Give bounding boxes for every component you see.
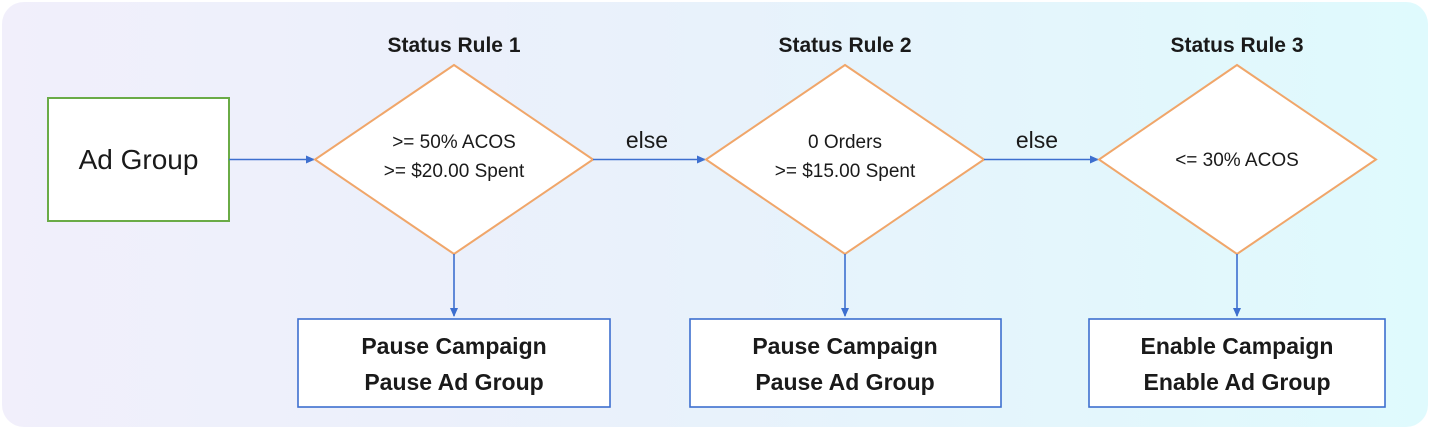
rule-2-decision-diamond: [704, 63, 986, 256]
rule-1-title: Status Rule 1: [387, 34, 520, 57]
start-node-label: Ad Group: [79, 144, 199, 175]
rule-1-action-box: [297, 318, 611, 408]
rule-3-action-2: Enable Ad Group: [1144, 369, 1331, 395]
rule-1-decision-diamond: [313, 63, 595, 256]
rule-3-action-box: [1088, 318, 1386, 408]
rule-3-action-1: Enable Campaign: [1141, 333, 1334, 359]
rule-2-action-1: Pause Campaign: [752, 333, 937, 359]
rule-1-action-1: Pause Campaign: [361, 333, 546, 359]
start-node: [47, 97, 230, 222]
else-label-1: else: [626, 127, 668, 153]
rule-2-title: Status Rule 2: [778, 34, 911, 57]
else-label-2: else: [1016, 127, 1058, 153]
rule-3-condition-1: <= 30% ACOS: [1175, 150, 1299, 171]
rule-2-condition-2: >= $15.00 Spent: [775, 161, 916, 182]
rule-2-condition-1: 0 Orders: [808, 132, 882, 153]
rule-3-title: Status Rule 3: [1170, 34, 1303, 57]
rule-1-action-2: Pause Ad Group: [364, 369, 543, 395]
rule-1-condition-1: >= 50% ACOS: [392, 132, 516, 153]
rule-2-action-2: Pause Ad Group: [755, 369, 934, 395]
rule-2-action-box: [689, 318, 1002, 408]
rule-1-condition-2: >= $20.00 Spent: [384, 161, 525, 182]
